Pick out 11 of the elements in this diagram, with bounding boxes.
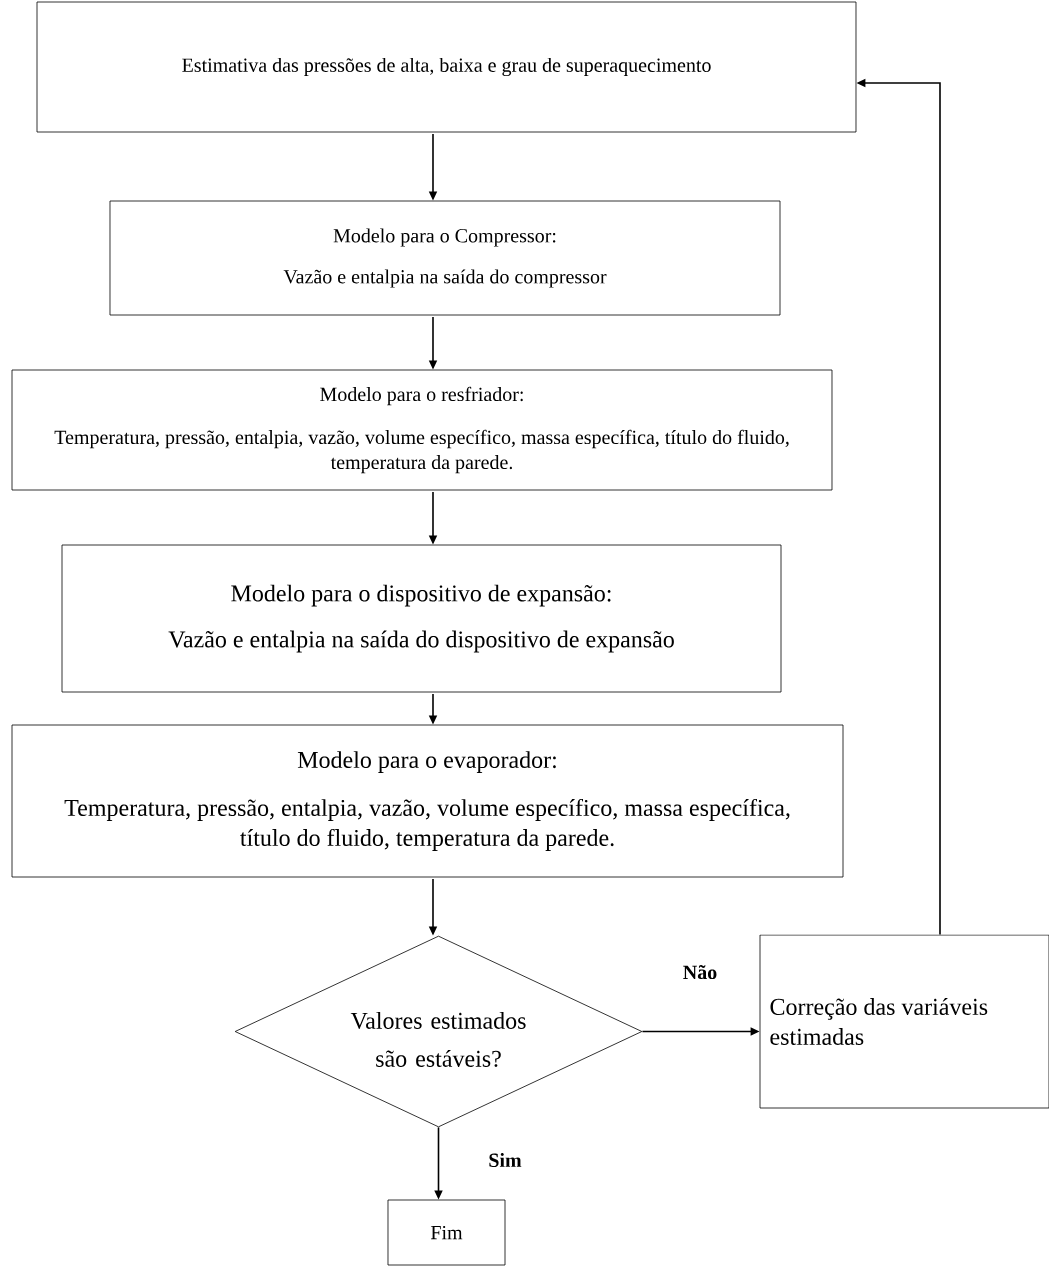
process-box: Modelo para o resfriador: Temperatura, pressão, entalpia, vazão, volume específico, massa específica, título do fluido, temperatura da parede. — [11, 369, 833, 491]
process-box: Modelo para o dispositivo de expansão: Vazão e entalpia na saída do dispositivo de expansão — [61, 544, 782, 693]
decision-text: Valores estimados são estáveis? — [350, 1012, 526, 1067]
process-box: Modelo para o Compressor: Vazão e entalpia na saída do compressor — [109, 200, 781, 316]
process-box: Modelo para o evaporador: Temperatura, pressão, entalpia, vazão, volume específico, massa específica, título do fluido, temperatura da parede. — [11, 724, 844, 878]
edge-label: Não — [683, 964, 717, 980]
end-box: Fim — [387, 1199, 506, 1266]
process-box: Estimativa das pressões de alta, baixa e grau de superaquecimento — [36, 1, 857, 133]
edge-label: Sim — [489, 1152, 522, 1168]
process-box: Correção das variáveis estimadas — [759, 934, 1049, 1109]
decision-diamond — [234, 935, 643, 1128]
